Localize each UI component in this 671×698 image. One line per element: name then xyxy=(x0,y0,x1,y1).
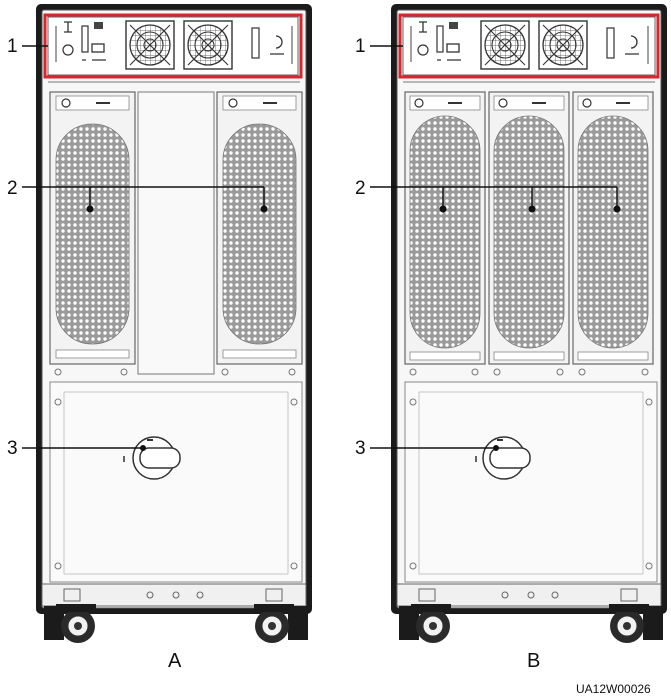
cabinet-caption: B xyxy=(527,650,540,672)
callout-label: 2 xyxy=(355,178,366,199)
port-icon xyxy=(81,25,89,53)
lower-panel-a xyxy=(49,381,303,583)
caster-wheel xyxy=(44,604,96,643)
port-icon xyxy=(251,27,260,59)
cabinet-b xyxy=(391,4,667,643)
power-module xyxy=(216,91,303,365)
blank-slot xyxy=(137,91,215,375)
cabinet-a-top-panel xyxy=(47,16,299,76)
port-icon xyxy=(446,43,460,53)
port-icon xyxy=(449,22,458,29)
cabinet-caption: A xyxy=(168,650,182,672)
ground-icon xyxy=(625,35,639,55)
power-module xyxy=(49,91,136,365)
fan-icon xyxy=(538,20,588,70)
callout-label: 2 xyxy=(7,178,18,199)
callouts-a: 1 2 3 xyxy=(7,36,268,459)
caster-wheel xyxy=(609,604,663,643)
power-module xyxy=(488,91,570,365)
figure-code: UA12W00026 xyxy=(576,682,651,696)
cabinet-b-base xyxy=(396,583,662,607)
port-icon xyxy=(91,43,105,53)
port-icon xyxy=(417,44,429,56)
cabinet-b-top-panel xyxy=(402,16,656,76)
callout-label: 3 xyxy=(355,438,366,459)
callout-label: 3 xyxy=(7,438,18,459)
callouts-b: 1 2 3 xyxy=(355,36,621,459)
port-icon xyxy=(606,27,615,59)
callout-label: 1 xyxy=(355,36,366,57)
fan-icon xyxy=(183,20,233,70)
port-icon xyxy=(62,44,74,56)
port-icon xyxy=(94,22,103,29)
cabinet-a xyxy=(36,4,312,643)
port-icon xyxy=(436,25,444,53)
ground-icon xyxy=(270,35,284,55)
lower-panel-b xyxy=(404,381,658,583)
power-module xyxy=(404,91,486,365)
caster-wheel xyxy=(399,604,451,643)
fan-icon xyxy=(125,20,175,70)
fan-icon xyxy=(480,20,530,70)
caster-wheel xyxy=(254,604,308,643)
callout-label: 1 xyxy=(7,36,18,57)
cabinet-a-base xyxy=(41,583,307,607)
power-module xyxy=(572,91,654,365)
